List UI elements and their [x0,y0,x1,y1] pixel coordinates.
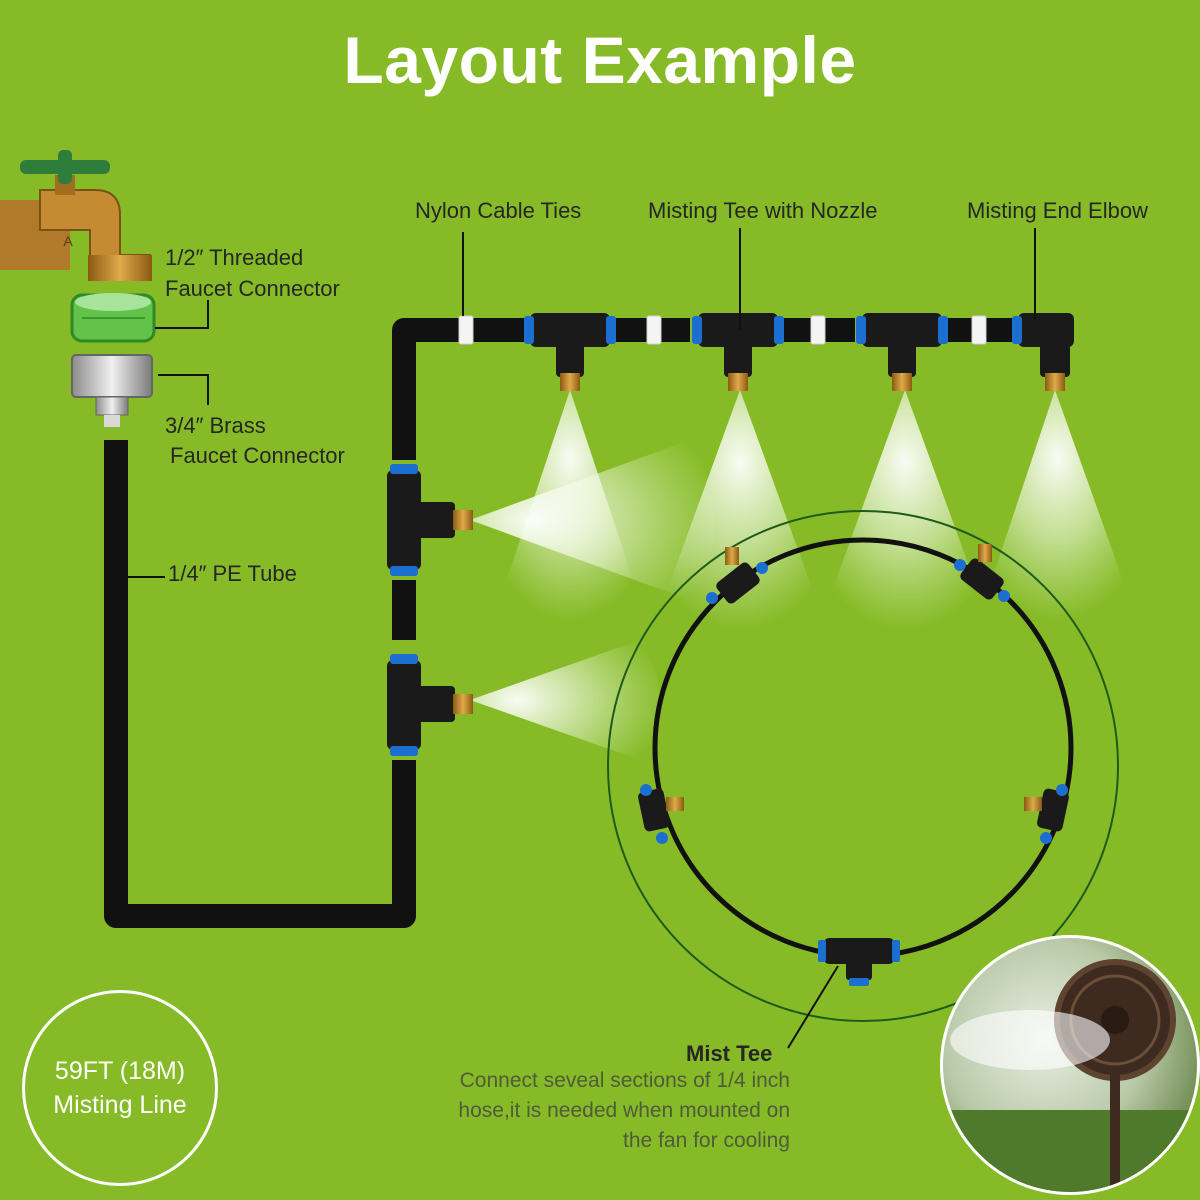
end-elbow-icon [1012,313,1074,391]
faucet-mark: A [63,233,73,249]
threaded-connector-label-line2: Faucet Connector [165,276,340,301]
length-badge: 59FT (18M) Misting Line [22,990,218,1186]
misting-tee-icon [524,313,948,391]
threaded-connector-label-line1: 1/2″ Threaded [165,245,304,270]
badge-line2: Misting Line [53,1091,187,1119]
brass-connector-icon [71,354,153,427]
fan-photo [940,935,1200,1195]
end-elbow-label: Misting End Elbow [967,198,1148,223]
badge-line1: 59FT (18M) [54,1057,186,1085]
brass-connector-label-line2: Faucet Connector [170,443,345,468]
pe-tube [104,318,1015,928]
cable-tie-icon [458,315,987,345]
page-title: Layout Example [343,23,857,97]
brass-connector-label-line1: 3/4″ Brass [165,413,266,438]
note-line: the fan for cooling [623,1129,790,1152]
faucet-icon: A [0,150,152,281]
mist-tee-label: Mist Tee [686,1041,773,1066]
cable-ties-label: Nylon Cable Ties [415,198,582,223]
note-line: hose,it is needed when mounted on [458,1099,790,1122]
pe-tube-label: 1/4″ PE Tube [168,561,297,586]
misting-tee-label: Misting Tee with Nozzle [648,198,878,223]
misting-tee-icon [387,464,473,756]
threaded-connector-icon [70,293,156,343]
leader-lines [128,228,1036,1049]
note-line: Connect seveal sections of 1/4 inch [459,1069,790,1092]
mist-tee-note: Connect seveal sections of 1/4 inch hose… [380,1066,790,1156]
mist-ring [607,510,1119,1022]
mist-spray [470,390,1130,760]
